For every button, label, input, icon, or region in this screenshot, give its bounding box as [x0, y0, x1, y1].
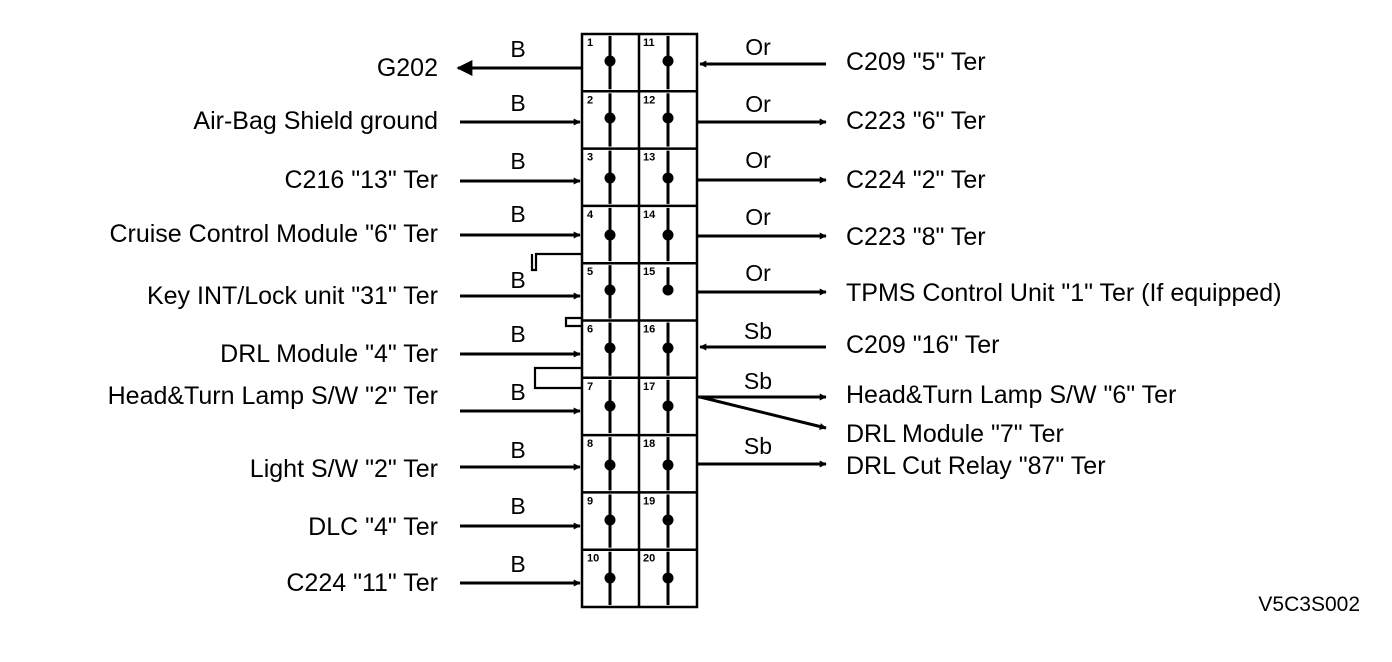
pin-dot	[662, 55, 674, 67]
pin-number: 7	[587, 381, 593, 393]
wire-color: B	[510, 493, 525, 519]
wire-color: B	[510, 551, 525, 577]
pin-dot	[662, 572, 674, 584]
pin-number: 12	[643, 94, 655, 106]
pin-dot	[604, 172, 616, 184]
right-terminal-label: TPMS Control Unit "1" Ter (If equipped)	[846, 279, 1282, 307]
pin-number: 6	[587, 324, 593, 336]
wire-color: Or	[745, 147, 771, 173]
pin-number: 11	[643, 37, 655, 49]
figure-code: V5C3S002	[1258, 593, 1360, 616]
pin-number: 19	[643, 495, 655, 507]
internal-jumpers	[530, 252, 582, 390]
wire-color: Or	[745, 204, 771, 230]
left-terminal-label: G202	[377, 54, 438, 82]
wire-arrow	[699, 395, 827, 430]
pin-number: 4	[587, 209, 594, 221]
wire-color: B	[510, 90, 525, 116]
jumper-4-5	[530, 252, 582, 272]
wire-color: B	[510, 201, 525, 227]
left-terminal-label: DLC "4" Ter	[308, 513, 438, 541]
pin-dot	[662, 459, 674, 471]
right-terminal-label: C223 "8" Ter	[846, 223, 986, 251]
wire-color: B	[510, 437, 525, 463]
jumper-6-7	[533, 366, 582, 390]
wire-color: Sb	[744, 318, 772, 344]
cell-dividers	[582, 90, 697, 551]
left-terminal-label: Head&Turn Lamp S/W "2" Ter	[108, 382, 438, 410]
left-terminal-label: Key INT/Lock unit "31" Ter	[147, 282, 438, 310]
pin-dot	[662, 229, 674, 241]
pin-dot	[662, 284, 674, 296]
wire-color: B	[510, 267, 525, 293]
pin-number: 3	[587, 152, 593, 164]
pin-dot	[604, 284, 616, 296]
pin-number: 17	[643, 381, 655, 393]
right-terminal-label: Head&Turn Lamp S/W "6" Ter	[846, 381, 1176, 409]
right-terminal-label: DRL Module "7" Ter	[846, 420, 1064, 448]
pin-dot	[662, 172, 674, 184]
right-terminal-label: C224 "2" Ter	[846, 166, 986, 194]
left-terminal-label: C224 "11" Ter	[286, 569, 438, 597]
left-terminal-label: Light S/W "2" Ter	[250, 455, 438, 483]
pin-number: 5	[587, 266, 593, 278]
pin-number: 15	[643, 266, 655, 278]
pin-number: 1	[587, 37, 593, 49]
pin-number: 13	[643, 152, 655, 164]
jumper-5-6	[564, 316, 582, 328]
left-terminal-label: DRL Module "4" Ter	[220, 340, 438, 368]
wire-color: Or	[745, 260, 771, 286]
wire-color: B	[510, 321, 525, 347]
pin-dot	[662, 112, 674, 124]
pin-number: 2	[587, 94, 593, 106]
pin-dot	[604, 112, 616, 124]
pin-dot	[662, 400, 674, 412]
pin-dot	[604, 459, 616, 471]
wire-color: B	[510, 379, 525, 405]
wire-color: Sb	[744, 433, 772, 459]
right-terminal-label: C209 "16" Ter	[846, 331, 1000, 359]
wire-color: Or	[745, 34, 771, 60]
pin-dot	[604, 229, 616, 241]
pin-dot	[604, 514, 616, 526]
pin-number: 9	[587, 495, 593, 507]
pin-dot	[662, 342, 674, 354]
wire-color: Sb	[744, 368, 772, 394]
pin-number: 16	[643, 324, 655, 336]
pin-number: 20	[643, 553, 655, 565]
pin-dot	[604, 342, 616, 354]
wire-color: B	[510, 148, 525, 174]
left-terminal-label: Air-Bag Shield ground	[193, 107, 438, 135]
pin-number: 10	[587, 553, 599, 565]
left-terminal-label: C216 "13" Ter	[285, 166, 439, 194]
wire-color: B	[510, 36, 525, 62]
left-terminal-label: Cruise Control Module "6" Ter	[109, 220, 438, 248]
pin-dot	[604, 55, 616, 67]
right-terminal-label: C209 "5" Ter	[846, 48, 986, 76]
pin-dot	[604, 400, 616, 412]
pin-dot	[604, 572, 616, 584]
pin-number: 8	[587, 438, 593, 450]
pin-dot	[662, 514, 674, 526]
wire-color: Or	[745, 91, 771, 117]
pin-number: 18	[643, 438, 655, 450]
pin-number: 14	[643, 209, 656, 221]
right-terminal-label: C223 "6" Ter	[846, 107, 986, 135]
right-terminal-label: DRL Cut Relay "87" Ter	[846, 452, 1106, 480]
